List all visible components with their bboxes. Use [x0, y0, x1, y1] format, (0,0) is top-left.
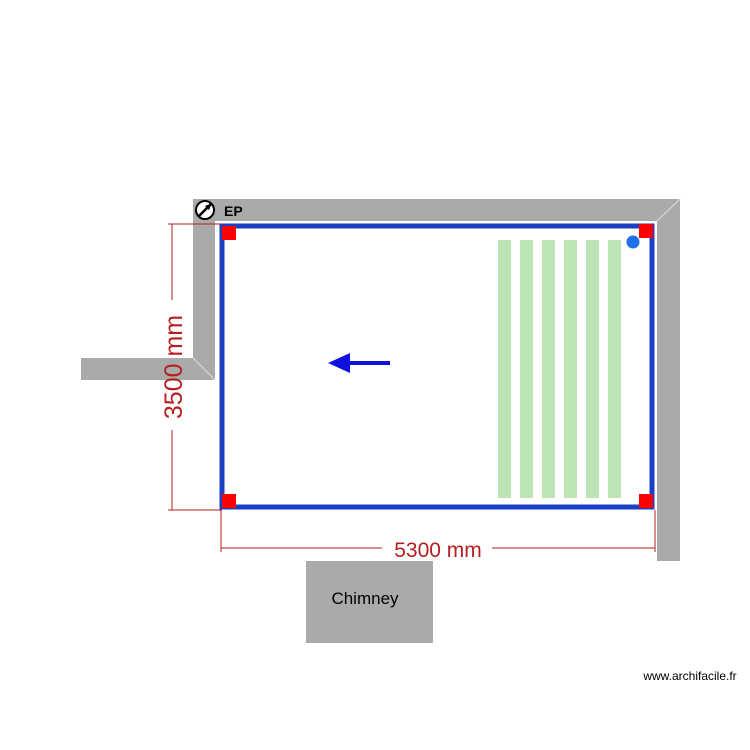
chimney[interactable]: [306, 561, 433, 643]
direction-arrow-icon: [328, 353, 390, 373]
chimney-label: Chimney: [331, 589, 399, 608]
watermark: www.archifacile.fr: [642, 669, 736, 683]
width-dimension-label: 5300 mm: [394, 539, 482, 562]
wall-left[interactable]: [193, 199, 215, 380]
wall-stub[interactable]: [81, 358, 215, 380]
corner-handle[interactable]: [639, 224, 653, 238]
compass-icon: [195, 200, 215, 220]
point-marker[interactable]: [626, 235, 640, 249]
wall-top[interactable]: [193, 199, 680, 221]
corner-handle[interactable]: [222, 494, 236, 508]
corner-handle[interactable]: [639, 494, 653, 508]
room-outline[interactable]: [219, 223, 655, 510]
stripe: [542, 240, 555, 498]
stripe: [498, 240, 511, 498]
stripe: [608, 240, 621, 498]
room-label: EP: [224, 203, 243, 219]
wall-right[interactable]: [657, 199, 680, 561]
width-dimension: [220, 510, 656, 552]
stripe: [564, 240, 577, 498]
height-dimension-label: 3500 mm: [160, 315, 188, 419]
stripe: [586, 240, 599, 498]
height-dimension: [168, 223, 222, 511]
corner-handles: [222, 224, 653, 508]
stair-stripes: [498, 240, 621, 498]
stripe: [520, 240, 533, 498]
walls: [81, 198, 681, 561]
corner-handle[interactable]: [222, 226, 236, 240]
